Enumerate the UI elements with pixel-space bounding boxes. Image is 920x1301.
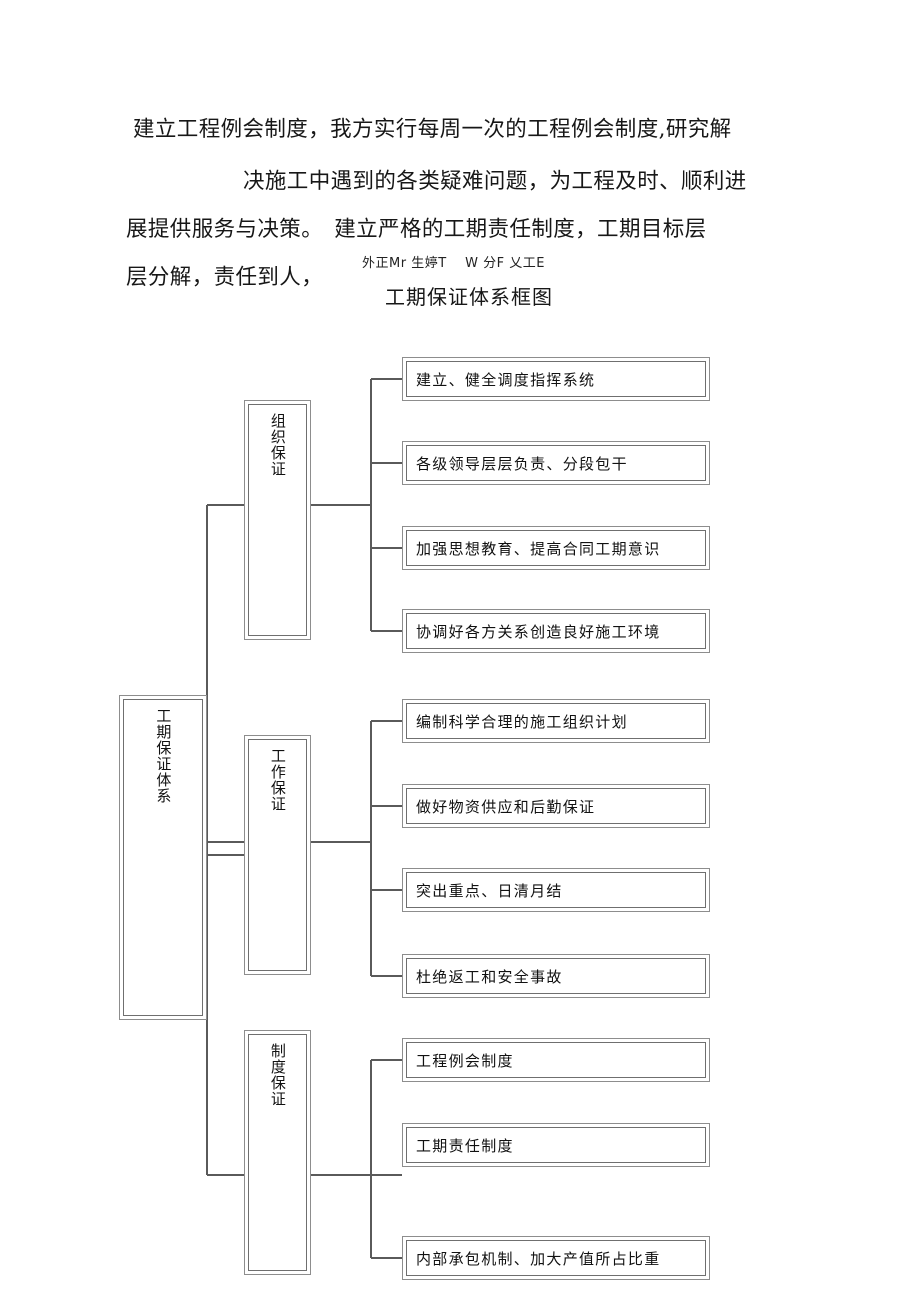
node-branch-work-label: 工作保证 — [268, 748, 287, 812]
leaf-institution-3-label: 内部承包机制、加大产值所占比重 — [416, 1249, 661, 1268]
leaf-institution-1[interactable]: 工程例会制度 — [402, 1038, 710, 1082]
leaf-work-2-label: 做好物资供应和后勤保证 — [416, 797, 596, 816]
leaf-organization-1-label: 建立、健全调度指挥系统 — [416, 370, 596, 389]
node-root[interactable]: 工期保证体系 — [119, 695, 207, 1020]
leaf-work-1-inner: 编制科学合理的施工组织计划 — [406, 703, 706, 739]
leaf-work-3-label: 突出重点、日清月结 — [416, 881, 563, 900]
leaf-organization-2-inner: 各级领导层层负责、分段包干 — [406, 445, 706, 481]
leaf-organization-3[interactable]: 加强思想教育、提高合同工期意识 — [402, 526, 710, 570]
leaf-work-2-inner: 做好物资供应和后勤保证 — [406, 788, 706, 824]
node-branch-organization-label: 组织保证 — [268, 413, 287, 477]
leaf-institution-3-inner: 内部承包机制、加大产值所占比重 — [406, 1240, 706, 1276]
leaf-institution-2[interactable]: 工期责任制度 — [402, 1123, 710, 1167]
node-branch-organization[interactable]: 组织保证 — [244, 400, 311, 640]
leaf-work-2[interactable]: 做好物资供应和后勤保证 — [402, 784, 710, 828]
leaf-work-4-label: 杜绝返工和安全事故 — [416, 967, 563, 986]
node-branch-work-inner: 工作保证 — [248, 739, 307, 971]
leaf-work-3-inner: 突出重点、日清月结 — [406, 872, 706, 908]
leaf-organization-4-label: 协调好各方关系创造良好施工环境 — [416, 622, 661, 641]
paragraph-line-3: 展提供服务与决策。 建立严格的工期责任制度，工期目标层 — [126, 217, 707, 242]
paragraph-line-2: 决施工中遇到的各类疑难问题，为工程及时、顺利进 — [243, 169, 747, 194]
leaf-organization-1[interactable]: 建立、健全调度指挥系统 — [402, 357, 710, 401]
leaf-institution-1-inner: 工程例会制度 — [406, 1042, 706, 1078]
node-branch-organization-inner: 组织保证 — [248, 404, 307, 636]
leaf-institution-1-label: 工程例会制度 — [416, 1051, 514, 1070]
paragraph-line-4: 层分解，责任到人， — [126, 265, 324, 290]
leaf-organization-3-inner: 加强思想教育、提高合同工期意识 — [406, 530, 706, 566]
schedule-guarantee-system-diagram: 工期保证体系 组织保证 工作保证 制度保证 建立、健全调度指挥系统 各级领导层层… — [0, 330, 920, 1290]
leaf-institution-3[interactable]: 内部承包机制、加大产值所占比重 — [402, 1236, 710, 1280]
node-root-inner: 工期保证体系 — [123, 699, 203, 1016]
leaf-organization-4[interactable]: 协调好各方关系创造良好施工环境 — [402, 609, 710, 653]
node-branch-institution-inner: 制度保证 — [248, 1034, 307, 1271]
leaf-organization-2-label: 各级领导层层负责、分段包干 — [416, 454, 628, 473]
ocr-artifact-text: 外正Mr 生婷T W 分F 乂工E — [362, 256, 545, 271]
node-branch-institution[interactable]: 制度保证 — [244, 1030, 311, 1275]
leaf-work-4-inner: 杜绝返工和安全事故 — [406, 958, 706, 994]
leaf-institution-2-label: 工期责任制度 — [416, 1136, 514, 1155]
leaf-work-4[interactable]: 杜绝返工和安全事故 — [402, 954, 710, 998]
node-root-label: 工期保证体系 — [154, 708, 173, 804]
diagram-connector-lines — [206, 378, 402, 1259]
leaf-organization-2[interactable]: 各级领导层层负责、分段包干 — [402, 441, 710, 485]
leaf-work-1-label: 编制科学合理的施工组织计划 — [416, 712, 628, 731]
leaf-institution-2-inner: 工期责任制度 — [406, 1127, 706, 1163]
node-branch-work[interactable]: 工作保证 — [244, 735, 311, 975]
figure-title: 工期保证体系框图 — [385, 285, 553, 309]
leaf-organization-3-label: 加强思想教育、提高合同工期意识 — [416, 539, 661, 558]
leaf-work-3[interactable]: 突出重点、日清月结 — [402, 868, 710, 912]
paragraph-line-1: 建立工程例会制度，我方实行每周一次的工程例会制度,研究解 — [133, 117, 732, 142]
leaf-organization-4-inner: 协调好各方关系创造良好施工环境 — [406, 613, 706, 649]
node-branch-institution-label: 制度保证 — [268, 1043, 287, 1107]
leaf-work-1[interactable]: 编制科学合理的施工组织计划 — [402, 699, 710, 743]
leaf-organization-1-inner: 建立、健全调度指挥系统 — [406, 361, 706, 397]
